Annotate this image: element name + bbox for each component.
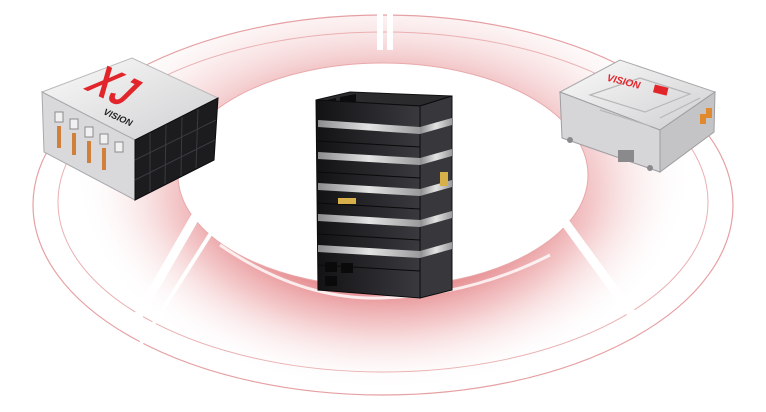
right-controller-module: VISION — [558, 59, 717, 173]
metal-bands — [318, 118, 452, 258]
gold-connector — [440, 172, 448, 186]
copper-terminals — [57, 126, 106, 170]
orange-terminals — [700, 108, 712, 124]
gold-connector — [338, 198, 356, 204]
center-battery-stack — [315, 91, 453, 299]
